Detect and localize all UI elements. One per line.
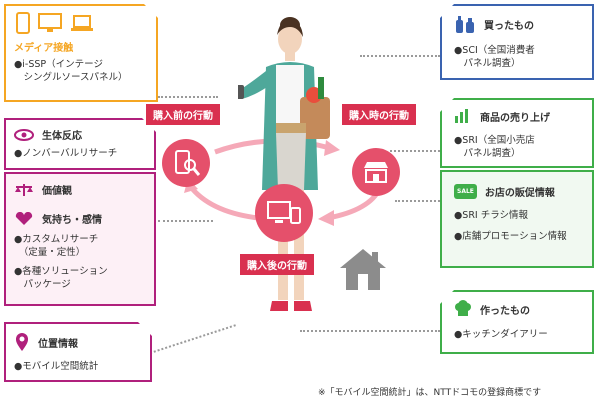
bought-item-1: ●SCI（全国消費者 [454,45,535,56]
bio-reaction-title: 生体反応 [42,131,82,142]
values-feelings-box: 価値観 気持ち・感情 ●カスタムリサーチ （定量・定性） ●各種ソリューション … [4,172,156,306]
connector-feelings [158,220,213,222]
connector-media [158,96,218,98]
bottles-icon [456,16,474,33]
smartphone-icon [16,12,30,34]
connector-promo [395,200,440,202]
made-items-box: 作ったもの ●キッチンダイアリー [440,290,594,354]
location-pin-icon [16,333,28,351]
location-title: 位置情報 [38,338,78,350]
laptop-icon [71,15,93,31]
footnote: ※「モバイル空間統計」は、NTTドコモの登録商標です [318,388,542,398]
connector-made [300,330,440,332]
after-purchase-label: 購入後の行動 [240,254,314,275]
arrow-right-head [318,210,334,226]
heart-icon [15,211,33,225]
values-title: 価値観 [42,186,72,197]
computer-phone-icon [267,201,301,224]
sales-title: 商品の売り上げ [480,112,550,124]
bio-item-1: ●ノンバーバルリサーチ [14,148,118,159]
fold-corner [440,290,454,304]
bought-item-2: パネル調査） [454,58,521,69]
fold-corner [138,322,152,336]
connector-bought [360,55,440,57]
during-purchase-circle [352,148,400,196]
media-contact-box: メディア接触 ●i-SSP（インテージ シングルソースパネル） [4,4,158,102]
media-item-1: ●i-SSP（インテージ [14,59,103,70]
fold-corner [144,4,158,18]
shopper-woman-illustration [238,17,330,311]
bio-reaction-box: 生体反応 ●ノンバーバルリサーチ [4,118,156,170]
house-icon [340,249,386,290]
scale-icon [15,183,33,196]
feelings-item-4: パッケージ [14,279,71,290]
bought-items-box: 買ったもの ●SCI（全国消費者 パネル調査） [440,4,594,80]
promo-title: お店の販促情報 [484,188,555,199]
made-title: 作ったもの [480,305,530,317]
sales-item-1: ●SRI（全国小売店 [454,135,535,146]
location-box: 位置情報 ●モバイル空間統計 [4,322,152,382]
arrow-top-head [324,140,340,156]
fold-corner [440,98,454,112]
feelings-title: 気持ち・感情 [42,215,102,226]
connector-sales [390,150,440,152]
chef-hat-icon [455,300,471,316]
feelings-item-1: ●カスタムリサーチ [14,234,99,245]
before-purchase-label: 購入前の行動 [146,104,220,125]
sales-item-2: パネル調査） [454,148,521,159]
promo-item-1: ●SRI チラシ情報 [454,210,529,221]
after-purchase-circle [255,184,313,242]
location-item-1: ●モバイル空間統計 [14,361,99,372]
eye-icon [14,128,34,141]
during-purchase-label: 購入時の行動 [342,104,416,125]
made-item-1: ●キッチンダイアリー [454,329,548,340]
before-purchase-circle [162,139,210,187]
shop-icon [364,162,388,183]
fold-corner [440,4,454,18]
promo-item-2: ●店舗プロモーション情報 [454,231,567,242]
device-icons [6,6,156,34]
sales-box: 商品の売り上げ ●SRI（全国小売店 パネル調査） [440,98,594,168]
feelings-item-2: （定量・定性） [14,247,86,258]
arrow-left [188,184,259,221]
monitor-icon [38,13,62,32]
media-item-2: シングルソースパネル） [14,72,128,83]
bought-title: 買ったもの [484,20,534,32]
phone-search-icon [175,150,200,176]
feelings-item-3: ●各種ソリューション [14,266,108,277]
promo-box: SALE お店の販促情報 ●SRI チラシ情報 ●店舗プロモーション情報 [440,170,594,268]
sale-tag-icon: SALE [454,184,477,199]
media-contact-title: メディア接触 [14,43,74,54]
bar-chart-icon [455,109,468,123]
